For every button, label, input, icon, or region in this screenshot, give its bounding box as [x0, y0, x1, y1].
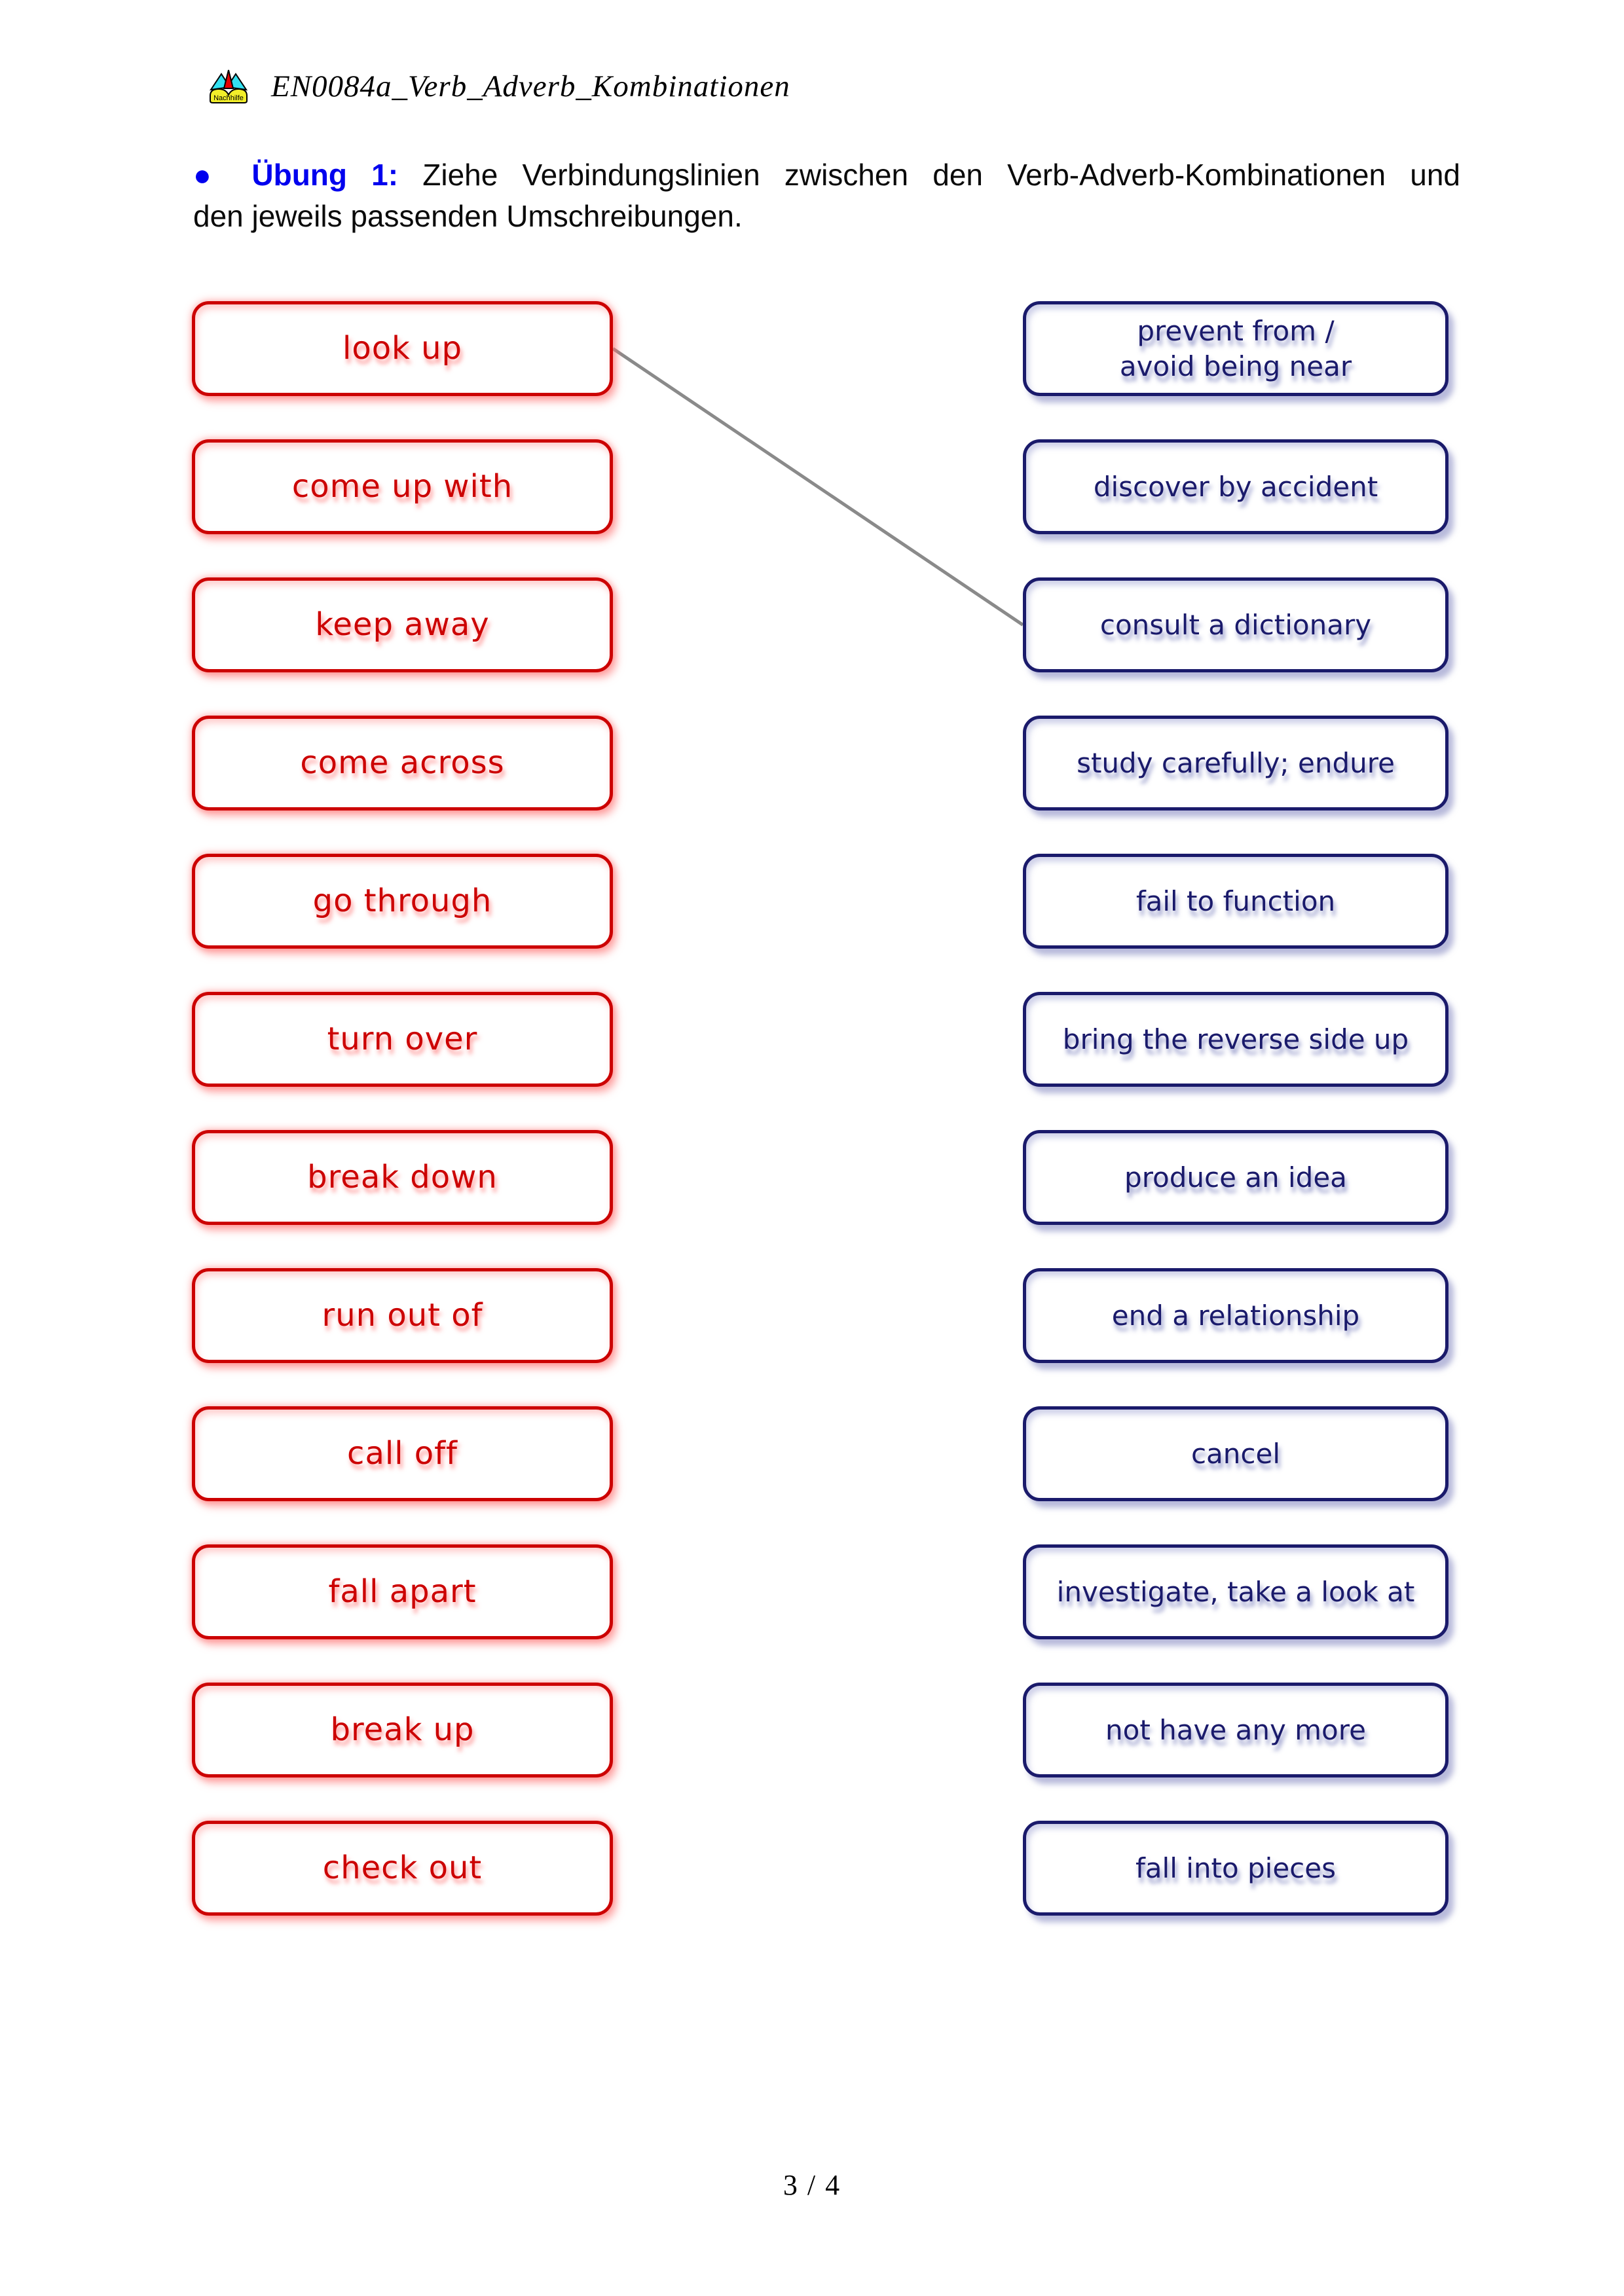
phrasal-verb-box-break-down[interactable]: break down	[192, 1130, 613, 1225]
exercise-label: Übung 1:	[251, 158, 399, 192]
phrasal-verb-box-turn-over[interactable]: turn over	[192, 992, 613, 1087]
definition-box-consult-a-dictionary[interactable]: consult a dictionary	[1023, 577, 1449, 672]
box-label: keep away	[315, 606, 490, 643]
box-label: run out of	[322, 1296, 483, 1334]
box-label: look up	[342, 329, 462, 367]
instruction-text: Ziehe Verbindungslinien zwischen den Ver…	[422, 158, 1460, 192]
box-label: fall apart	[328, 1573, 477, 1610]
phrasal-verb-box-run-out-of[interactable]: run out of	[192, 1268, 613, 1363]
box-label: bring the reverse side up	[1062, 1023, 1409, 1055]
phrasal-verb-box-call-off[interactable]: call off	[192, 1406, 613, 1501]
document-title: EN0084a_Verb_Adverb_Kombinationen	[271, 69, 790, 103]
phrasal-verb-box-keep-away[interactable]: keep away	[192, 577, 613, 672]
definition-box-investigate-take-a-look-at[interactable]: investigate, take a look at	[1023, 1544, 1449, 1639]
definition-box-fail-to-function[interactable]: fail to function	[1023, 854, 1449, 949]
box-label: break up	[330, 1711, 475, 1748]
phrasal-verb-box-look-up[interactable]: look up	[192, 301, 613, 396]
box-label: fall into pieces	[1135, 1851, 1336, 1884]
definition-box-produce-an-idea[interactable]: produce an idea	[1023, 1130, 1449, 1225]
phrasal-verb-box-come-across[interactable]: come across	[192, 716, 613, 811]
phrasal-verb-box-check-out[interactable]: check out	[192, 1821, 613, 1916]
nachhilfe-logo-icon: Nachhilfe	[209, 69, 248, 103]
logo-text: Nachhilfe	[213, 94, 244, 102]
box-label: produce an idea	[1124, 1161, 1347, 1194]
box-label: break down	[307, 1158, 498, 1195]
page-header: Nachhilfe EN0084a_Verb_Adverb_Kombinatio…	[208, 68, 790, 105]
definition-box-prevent-from-avoid-being-near[interactable]: prevent from / avoid being near	[1023, 301, 1449, 396]
box-label: prevent from / avoid being near	[1119, 314, 1352, 382]
phrasal-verb-box-fall-apart[interactable]: fall apart	[192, 1544, 613, 1639]
definition-box-end-a-relationship[interactable]: end a relationship	[1023, 1268, 1449, 1363]
box-label: not have any more	[1105, 1713, 1366, 1746]
definition-box-fall-into-pieces[interactable]: fall into pieces	[1023, 1821, 1449, 1916]
page-number: 3 / 4	[783, 2169, 841, 2201]
box-label: consult a dictionary	[1099, 608, 1372, 641]
box-label: call off	[347, 1434, 458, 1472]
instruction-line-2: den jeweils passenden Umschreibungen.	[193, 199, 743, 233]
box-label: cancel	[1190, 1437, 1281, 1470]
box-label: come up with	[291, 467, 513, 505]
box-label: study carefully; endure	[1077, 746, 1395, 779]
definition-box-study-carefully-endure[interactable]: study carefully; endure	[1023, 716, 1449, 811]
box-label: turn over	[327, 1020, 478, 1057]
definition-box-cancel[interactable]: cancel	[1023, 1406, 1449, 1501]
box-label: investigate, take a look at	[1056, 1575, 1415, 1608]
box-label: fail to function	[1135, 884, 1336, 917]
phrasal-verb-box-go-through[interactable]: go through	[192, 854, 613, 949]
bullet-icon: ●	[193, 158, 228, 192]
box-label: discover by accident	[1093, 470, 1378, 503]
connection-line[interactable]	[612, 347, 1024, 627]
box-label: check out	[322, 1849, 483, 1886]
exercise-instruction: ● Übung 1: Ziehe Verbindungslinien zwisc…	[193, 155, 1460, 237]
phrasal-verb-box-come-up-with[interactable]: come up with	[192, 439, 613, 534]
box-label: end a relationship	[1111, 1299, 1360, 1332]
phrasal-verb-box-break-up[interactable]: break up	[192, 1683, 613, 1777]
instruction-line-1: ● Übung 1: Ziehe Verbindungslinien zwisc…	[193, 155, 1460, 196]
definition-box-not-have-any-more[interactable]: not have any more	[1023, 1683, 1449, 1777]
definition-box-discover-by-accident[interactable]: discover by accident	[1023, 439, 1449, 534]
box-label: go through	[312, 882, 492, 919]
definition-box-bring-the-reverse-side-up[interactable]: bring the reverse side up	[1023, 992, 1449, 1087]
box-label: come across	[300, 744, 505, 781]
